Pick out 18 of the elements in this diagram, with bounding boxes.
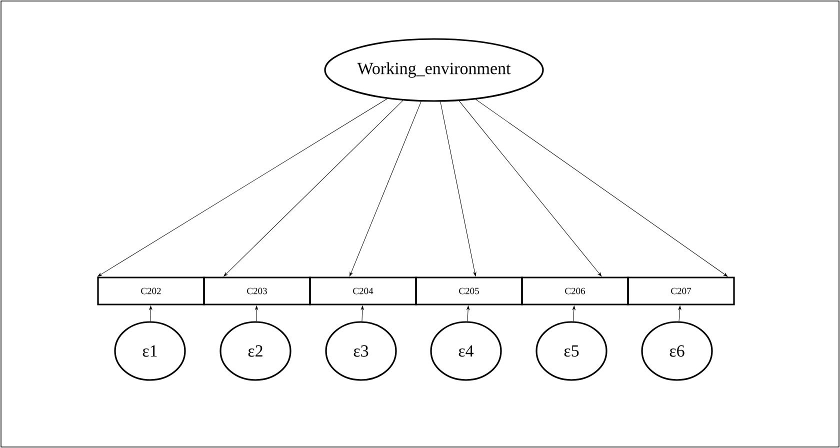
indicator-box: C207	[627, 276, 735, 306]
arrow	[466, 306, 470, 322]
arrow	[224, 100, 404, 276]
indicator-box: C205	[415, 276, 523, 306]
indicator-box: C204	[309, 276, 417, 306]
arrow	[440, 102, 476, 276]
arrow	[572, 306, 576, 322]
indicator-box: C202	[97, 276, 205, 306]
arrow	[678, 306, 682, 322]
indicator-box: C203	[203, 276, 311, 306]
indicator-box: C206	[521, 276, 629, 306]
arrow	[255, 306, 258, 322]
arrow	[98, 98, 388, 277]
arrow	[360, 306, 364, 322]
arrow	[458, 100, 602, 276]
arrow	[350, 101, 422, 276]
arrow	[149, 306, 152, 322]
arrow	[476, 99, 728, 277]
